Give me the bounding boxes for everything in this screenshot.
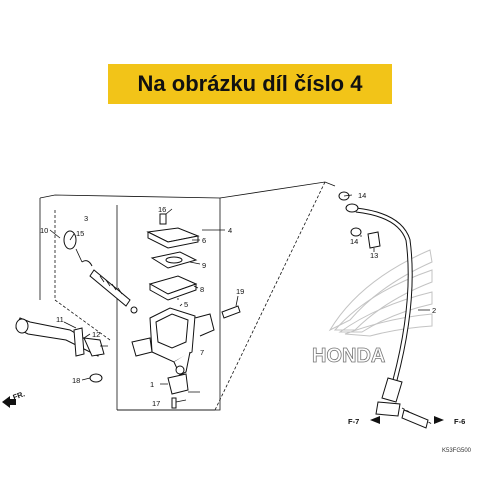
honda-watermark-text: HONDA bbox=[312, 345, 385, 367]
ref-f6: F-6 bbox=[454, 417, 465, 426]
inner-outline bbox=[54, 210, 111, 341]
label-8: 8 bbox=[200, 285, 204, 294]
holder-bolt bbox=[221, 305, 241, 319]
banner-text: Na obrázku díl číslo 4 bbox=[137, 71, 363, 96]
reservoir-cap bbox=[146, 213, 200, 249]
diaphragm bbox=[150, 251, 198, 269]
label-3: 3 bbox=[84, 214, 88, 223]
label-6: 6 bbox=[202, 236, 206, 245]
oil-bolt bbox=[367, 231, 381, 249]
label-14-bottom: 14 bbox=[350, 237, 358, 246]
assembly-outline bbox=[39, 194, 221, 411]
label-7: 7 bbox=[200, 348, 204, 357]
hose-outline-top bbox=[219, 181, 336, 199]
label-18: 18 bbox=[72, 376, 80, 385]
screw bbox=[171, 397, 177, 409]
label-12: 12 bbox=[92, 330, 100, 339]
honda-wing-icon bbox=[328, 249, 433, 337]
nut bbox=[89, 373, 103, 383]
label-1: 1 bbox=[150, 380, 154, 389]
label-4: 4 bbox=[228, 226, 232, 235]
label-14-top: 14 bbox=[358, 191, 366, 200]
brake-hose bbox=[345, 203, 413, 417]
label-13: 13 bbox=[370, 251, 378, 260]
ref-f7: F-7 bbox=[348, 417, 359, 426]
sealing-washer-bottom bbox=[350, 227, 362, 237]
pivot-bolt bbox=[73, 327, 85, 357]
label-17: 17 bbox=[152, 399, 160, 408]
assembly-outline-left bbox=[39, 198, 118, 410]
hose-outline-diag bbox=[214, 181, 326, 411]
label-15: 15 bbox=[76, 229, 84, 238]
label-19: 19 bbox=[236, 287, 244, 296]
brake-switch bbox=[167, 373, 189, 395]
arrow-f7-icon bbox=[370, 416, 380, 424]
label-10: 10 bbox=[40, 226, 48, 235]
label-5: 5 bbox=[184, 300, 188, 309]
plate bbox=[148, 275, 198, 301]
master-cylinder-body bbox=[131, 307, 215, 376]
label-2: 2 bbox=[432, 306, 436, 315]
front-arrow-icon bbox=[2, 396, 16, 408]
label-16: 16 bbox=[158, 205, 166, 214]
front-label: FR. bbox=[12, 389, 26, 402]
title-banner: Na obrázku díl číslo 4 bbox=[108, 64, 392, 104]
arrow-f6-icon bbox=[434, 416, 444, 424]
label-9: 9 bbox=[202, 261, 206, 270]
diagram-code: K53FG500 bbox=[442, 448, 472, 454]
label-11: 11 bbox=[56, 315, 64, 324]
piston-set bbox=[63, 230, 138, 314]
f6-bolt bbox=[401, 409, 429, 429]
